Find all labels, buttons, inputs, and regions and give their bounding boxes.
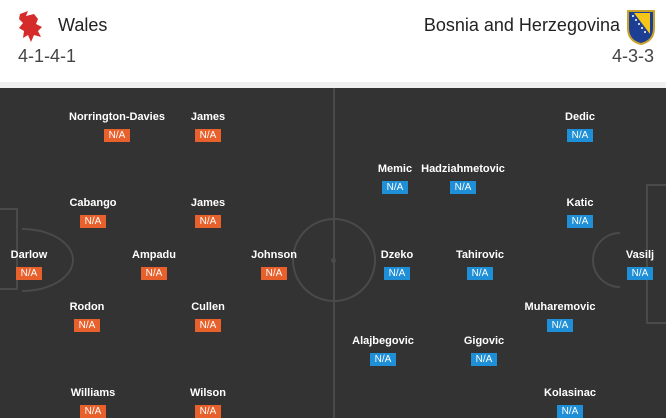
home-player[interactable]: Rodon N/A [32,300,142,333]
away-formation: 4-3-3 [611,46,654,66]
pitch: Darlow N/A Norrington-Davies N/A Cabango… [0,88,666,418]
away-player[interactable]: Memic N/A [340,162,450,195]
home-player[interactable]: Williams N/A [38,386,148,418]
player-rating-badge: N/A [195,129,221,142]
away-player[interactable]: Dedic N/A [525,110,635,143]
home-player[interactable]: Darlow N/A [0,248,84,281]
player-name: Kolasinac [544,387,596,399]
player-name: Darlow [10,249,48,261]
player-rating-badge: N/A [467,267,493,280]
bosnia-crest-icon [627,10,655,46]
player-name: Vasilj [625,249,655,261]
away-player[interactable]: Alajbegovic N/A [328,334,438,367]
away-player[interactable]: Katic N/A [525,196,635,229]
header-divider [0,82,666,88]
player-rating-badge: N/A [557,405,583,418]
player-name: Rodon [69,301,105,313]
dragon-crest-icon [19,11,42,42]
player-name: Tahirovic [455,249,505,261]
player-rating-badge: N/A [74,319,100,332]
player-rating-badge: N/A [104,129,130,142]
player-name: Norrington-Davies [69,111,165,123]
player-name: James [190,111,226,123]
player-name: Gigovic [463,335,505,347]
player-name: Alajbegovic [352,335,414,347]
home-formation: 4-1-4-1 [18,46,77,66]
player-name: Dedic [565,111,595,123]
player-rating-badge: N/A [141,267,167,280]
player-rating-badge: N/A [567,129,593,142]
away-player[interactable]: Dzeko N/A [342,248,452,281]
away-player[interactable]: Kolasinac N/A [515,386,625,418]
home-player[interactable]: Wilson N/A [153,386,263,418]
player-rating-badge: N/A [567,215,593,228]
player-name: Williams [70,387,116,399]
player-name: Hadziahmetovic [421,163,505,175]
home-player[interactable]: James N/A [153,110,263,143]
home-player[interactable]: James N/A [153,196,263,229]
lineup-header: Wales 4-1-4-1 Bosnia and Herzegovina 4-3… [0,0,666,88]
player-rating-badge: N/A [384,267,410,280]
center-circle [292,218,376,302]
home-player[interactable]: Norrington-Davies N/A [62,110,172,143]
player-name: James [190,197,226,209]
player-name: Muharemovic [524,301,596,313]
center-spot [331,258,336,263]
home-player[interactable]: Johnson N/A [219,248,329,281]
player-rating-badge: N/A [80,405,106,418]
home-goal-area [0,208,18,290]
player-rating-badge: N/A [450,181,476,194]
away-player[interactable]: Gigovic N/A [429,334,539,367]
player-rating-badge: N/A [195,319,221,332]
away-penalty-area [646,184,666,324]
player-rating-badge: N/A [261,267,287,280]
away-player[interactable]: Vasilj N/A [585,248,666,281]
player-rating-badge: N/A [195,405,221,418]
player-name: Wilson [190,387,226,399]
player-name: Cabango [69,197,117,209]
away-player[interactable]: Muharemovic N/A [505,300,615,333]
player-rating-badge: N/A [471,353,497,366]
player-rating-badge: N/A [370,353,396,366]
player-name: Memic [377,163,413,175]
player-rating-badge: N/A [80,215,106,228]
home-team-name: Wales [58,15,108,35]
player-rating-badge: N/A [382,181,408,194]
player-rating-badge: N/A [627,267,653,280]
player-name: Cullen [191,301,225,313]
player-rating-badge: N/A [16,267,42,280]
away-player[interactable]: Hadziahmetovic N/A [408,162,518,195]
home-player[interactable]: Cabango N/A [38,196,148,229]
player-name: Dzeko [380,249,414,261]
away-player[interactable]: Tahirovic N/A [425,248,535,281]
away-team-name: Bosnia and Herzegovina [423,15,620,35]
player-name: Ampadu [132,249,176,261]
player-name: Katic [566,197,594,209]
player-name: Johnson [251,249,297,261]
home-player[interactable]: Ampadu N/A [99,248,209,281]
home-player[interactable]: Cullen N/A [153,300,263,333]
player-rating-badge: N/A [195,215,221,228]
player-rating-badge: N/A [547,319,573,332]
